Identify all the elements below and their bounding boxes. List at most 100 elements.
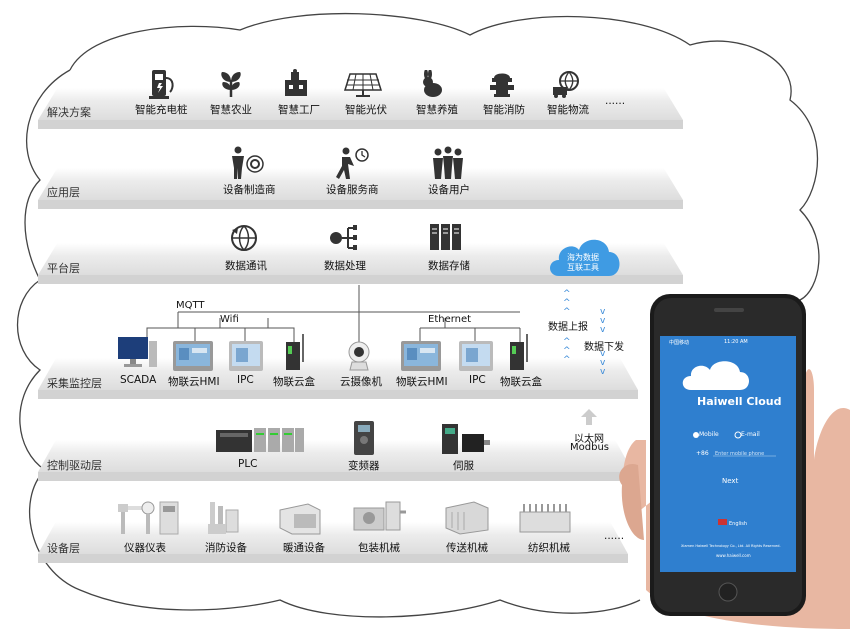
data-storage-icon — [430, 224, 461, 250]
device-label-4: 包装机械 — [358, 542, 400, 554]
mqtt-label: MQTT — [176, 300, 205, 311]
phone-in-hand — [619, 294, 850, 629]
application-label-2: 设备服务商 — [326, 184, 379, 196]
solar-panel-icon — [344, 73, 382, 97]
up-arrow-icon — [581, 409, 597, 425]
application-label-3: 设备用户 — [428, 184, 470, 196]
solution-label-6: 智能消防 — [483, 104, 525, 116]
layer-label-application: 应用层 — [47, 186, 80, 199]
platform-label-3: 数据存储 — [428, 260, 470, 272]
device-label-5: 传送机械 — [446, 542, 488, 554]
cloud-badge-line1: 海为数据 — [567, 253, 599, 262]
layer-label-collection: 采集监控层 — [47, 377, 102, 390]
ipc-panel-icon-2 — [459, 341, 493, 371]
layer-label-device: 设备层 — [47, 542, 80, 555]
conveyor-icon — [445, 501, 489, 535]
device-label-2: 消防设备 — [205, 542, 247, 554]
ethernet-label: Ethernet — [428, 314, 472, 325]
device-label-3: 暖通设备 — [283, 542, 325, 554]
layer-control — [38, 440, 633, 482]
data-processing-icon — [330, 225, 357, 250]
hvac-icon — [279, 503, 321, 535]
next-button[interactable]: Next — [722, 477, 739, 485]
wifi-label: Wifi — [220, 314, 239, 325]
upload-arrows-2: ^^^ — [563, 337, 571, 365]
charging-pile-icon — [149, 70, 174, 99]
collection-label-2: 物联云HMI — [168, 376, 220, 388]
collection-label-1: SCADA — [120, 374, 157, 386]
country-code: +86 — [696, 450, 709, 457]
ethernet-cn-label: 以太网 — [574, 434, 604, 445]
fire-equipment-icon — [208, 502, 239, 534]
language-selector[interactable]: English — [729, 521, 748, 527]
collection-label-6: 物联云HMI — [396, 376, 448, 388]
control-label-1: PLC — [238, 458, 258, 470]
app-title: Haiwell Cloud — [697, 395, 782, 408]
ipc-panel-icon — [229, 341, 263, 371]
data-up-label: 数据上报 — [548, 322, 588, 333]
website-text: www.haiwell.com — [716, 553, 751, 558]
packaging-machine-icon — [353, 501, 406, 531]
users-group-icon — [433, 146, 463, 179]
agriculture-leaf-icon — [221, 72, 241, 97]
mobile-radio[interactable]: Mobile — [699, 431, 719, 438]
logistics-globe-icon — [553, 71, 579, 98]
solution-label-2: 智慧农业 — [210, 104, 252, 116]
factory-icon — [285, 69, 307, 96]
cloud-camera-icon — [348, 341, 370, 371]
instrument-icon — [118, 501, 179, 535]
platform-label-2: 数据处理 — [324, 260, 366, 272]
copyright-text: Xiamen Haiwell Technology Co., Ltd. All … — [681, 544, 781, 548]
collection-label-3: IPC — [237, 374, 254, 386]
upload-arrows: ^^^ — [563, 289, 571, 317]
service-provider-icon — [336, 147, 369, 179]
rabbit-icon — [423, 70, 442, 97]
collection-label-4: 物联云盒 — [273, 376, 315, 388]
iot-box-icon — [286, 334, 304, 370]
iot-box-icon-2 — [510, 334, 528, 370]
solution-label-5: 智慧养殖 — [416, 104, 458, 116]
phone-time: 11:20 AM — [724, 339, 748, 345]
layer-solutions — [38, 88, 683, 130]
textile-machine-icon — [519, 504, 571, 533]
collection-label-7: IPC — [469, 374, 486, 386]
solution-label-4: 智能光伏 — [345, 104, 387, 116]
solution-label-3: 智慧工厂 — [278, 104, 320, 116]
layer-label-control: 控制驱动层 — [47, 459, 102, 472]
email-radio[interactable]: E-mail — [741, 431, 760, 438]
layer-application — [38, 168, 683, 210]
scada-computer-icon — [118, 337, 157, 367]
collection-label-8: 物联云盒 — [500, 376, 542, 388]
inverter-icon — [354, 421, 374, 455]
hmi-panel-icon-2 — [401, 341, 441, 371]
servo-icon — [442, 424, 490, 454]
solution-label-7: 智能物流 — [547, 104, 589, 116]
fire-hydrant-icon — [490, 73, 514, 97]
device-more: ...... — [604, 530, 625, 542]
layer-collection — [38, 358, 638, 400]
plc-icon — [216, 428, 304, 452]
layer-label-solutions: 解决方案 — [47, 106, 91, 119]
platform-label-1: 数据通讯 — [225, 260, 267, 272]
device-label-6: 纺织机械 — [528, 542, 570, 554]
modbus-label: Modbus — [570, 442, 609, 453]
phone-carrier: 中国移动 — [669, 340, 690, 346]
phone-input[interactable]: Enter mobile phone — [715, 451, 765, 457]
layer-label-platform: 平台层 — [47, 262, 80, 275]
cloud-badge-line2: 互联工具 — [567, 263, 599, 272]
cloud-badge-icon — [550, 239, 620, 276]
control-label-3: 伺服 — [453, 460, 474, 472]
collection-label-5: 云摄像机 — [340, 376, 382, 388]
application-label-1: 设备制造商 — [223, 184, 276, 196]
communication-globe-icon — [231, 225, 257, 251]
data-down-label: 数据下发 — [584, 342, 624, 353]
solution-label-1: 智能充电桩 — [135, 104, 188, 116]
control-label-2: 变频器 — [348, 460, 380, 472]
manufacturer-icon — [232, 146, 264, 179]
hmi-panel-icon — [173, 341, 213, 371]
device-label-1: 仪器仪表 — [124, 542, 166, 554]
